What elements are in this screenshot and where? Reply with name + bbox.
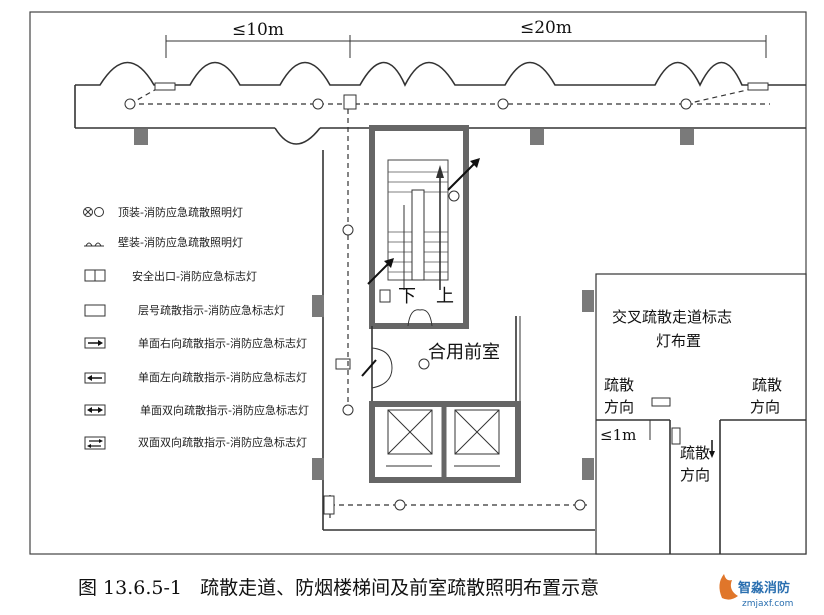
- legend-label: 顶装-消防应急疏散照明灯: [118, 205, 243, 219]
- right-arrow-sign-icon: [84, 337, 106, 349]
- left-arrow-sign-icon: [84, 372, 106, 384]
- anteroom-label: 合用前室: [428, 342, 500, 363]
- inset-right-direction-2: 方向: [750, 398, 780, 416]
- legend-label: 单面右向疏散指示-消防应急标志灯: [138, 336, 307, 350]
- wall-block: [312, 295, 324, 317]
- legend-label: 安全出口-消防应急标志灯: [132, 269, 257, 283]
- dimension-line: ≤10m ≤20m: [165, 18, 767, 58]
- floor-indicator-sign-icon: [84, 304, 106, 317]
- inset-title-line1: 交叉疏散走道标志: [612, 308, 732, 326]
- arrow-sign-icon: [671, 427, 681, 445]
- exit-sign-icon: [343, 94, 357, 110]
- anteroom: 合用前室: [335, 316, 521, 408]
- inset-offset: ≤1m: [600, 426, 636, 444]
- legend-label: 双面双向疏散指示-消防应急标志灯: [138, 435, 307, 449]
- wall-block: [530, 129, 544, 145]
- wall-block: [582, 290, 594, 312]
- arrow-sign-icon: [651, 397, 671, 407]
- ceiling-emergency-light-icon: [83, 207, 104, 217]
- figure-caption: 图 13.6.5-1 疏散走道、防烟楼梯间及前室疏散照明布置示意: [78, 577, 599, 599]
- watermark-url: zmjaxf.com: [742, 599, 793, 609]
- double-sided-arrow-sign-icon: [84, 436, 106, 450]
- legend: 顶装-消防应急疏散照明灯 壁装-消防应急疏散照明灯 安全出口-消防应急标志灯 层…: [83, 205, 309, 450]
- flame-logo-icon: [719, 574, 738, 600]
- legend-label: 壁装-消防应急疏散照明灯: [118, 235, 243, 249]
- bidirectional-arrow-sign-icon: [84, 404, 106, 416]
- corridor-top-wall: [74, 61, 806, 145]
- legend-label: 层号疏散指示-消防应急标志灯: [138, 303, 285, 317]
- inset-title-line2: 灯布置: [656, 332, 701, 350]
- dimension-right: ≤20m: [520, 18, 572, 38]
- corridor-lighting-circuit: [124, 82, 770, 110]
- dimension-left: ≤10m: [232, 20, 284, 40]
- legend-label: 单面左向疏散指示-消防应急标志灯: [138, 370, 307, 384]
- wall-emergency-light-icon: [84, 242, 104, 247]
- stair-down-label: 下: [398, 286, 416, 307]
- wall-block: [134, 129, 148, 145]
- ceiling-light-icon: [124, 98, 136, 110]
- watermark-brand: 智淼消防: [738, 580, 790, 596]
- stair-up-label: 上: [436, 286, 454, 307]
- cross-corridor-inset: 交叉疏散走道标志 灯布置 疏散 方向 疏散 方向 疏散 方向 ≤1m: [595, 273, 807, 555]
- legend-label: 单面双向疏散指示-消防应急标志灯: [140, 403, 309, 417]
- ceiling-light-icon: [497, 98, 509, 110]
- inset-right-direction-1: 疏散: [752, 376, 782, 394]
- wall-block: [312, 458, 324, 480]
- inset-bottom-direction-2: 方向: [680, 466, 710, 484]
- arrow-sign-icon: [154, 82, 176, 91]
- ceiling-light-icon: [312, 98, 324, 110]
- building-outline: [312, 150, 595, 531]
- watermark: 智淼消防 zmjaxf.com: [719, 574, 793, 609]
- elevator-shafts: [369, 401, 521, 483]
- vertical-lighting-circuit: [323, 109, 590, 518]
- ceiling-light-icon: [680, 98, 692, 110]
- wall-block: [680, 129, 694, 145]
- inset-left-direction-2: 方向: [604, 398, 634, 416]
- stair-shaft: 下 上: [367, 125, 480, 329]
- stair-door: [407, 309, 433, 327]
- inset-left-direction-1: 疏散: [604, 376, 634, 394]
- arrow-sign-icon: [747, 82, 769, 91]
- inset-bottom-direction-1: 疏散: [680, 444, 710, 462]
- wall-block: [582, 458, 594, 480]
